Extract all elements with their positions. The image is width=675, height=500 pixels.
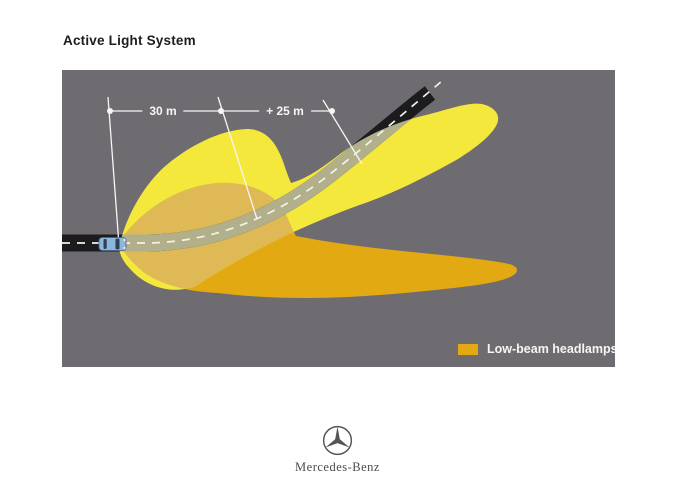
diagram-panel: 30 m + 25 m Low-beam headlamps bbox=[62, 70, 615, 367]
legend-swatch-low-beam bbox=[458, 343, 478, 355]
distance-label-30m: 30 m bbox=[142, 103, 184, 119]
car-headlight bbox=[123, 246, 126, 250]
measurement-dot bbox=[107, 108, 113, 114]
measurement-dots bbox=[107, 108, 335, 114]
measurement-dot bbox=[218, 108, 224, 114]
brand-block: Mercedes-Benz bbox=[0, 424, 675, 475]
mercedes-star-icon bbox=[322, 425, 353, 456]
road-center-line bbox=[62, 80, 443, 244]
measurement-dot bbox=[329, 108, 335, 114]
car-rear-window bbox=[103, 239, 107, 249]
page-title: Active Light System bbox=[63, 33, 196, 48]
active-light-diagram bbox=[62, 70, 615, 367]
car-body bbox=[98, 237, 127, 251]
tick-line-car bbox=[107, 96, 120, 246]
car-windshield bbox=[115, 238, 120, 250]
legend-label: Low-beam headlamps bbox=[487, 342, 615, 356]
brand-wordmark: Mercedes-Benz bbox=[295, 460, 380, 474]
legend: Low-beam headlamps bbox=[458, 342, 615, 356]
car bbox=[98, 237, 127, 251]
car-headlight bbox=[123, 238, 126, 242]
tick-line-30m bbox=[217, 96, 258, 220]
distance-label-plus-25m: + 25 m bbox=[259, 103, 311, 119]
